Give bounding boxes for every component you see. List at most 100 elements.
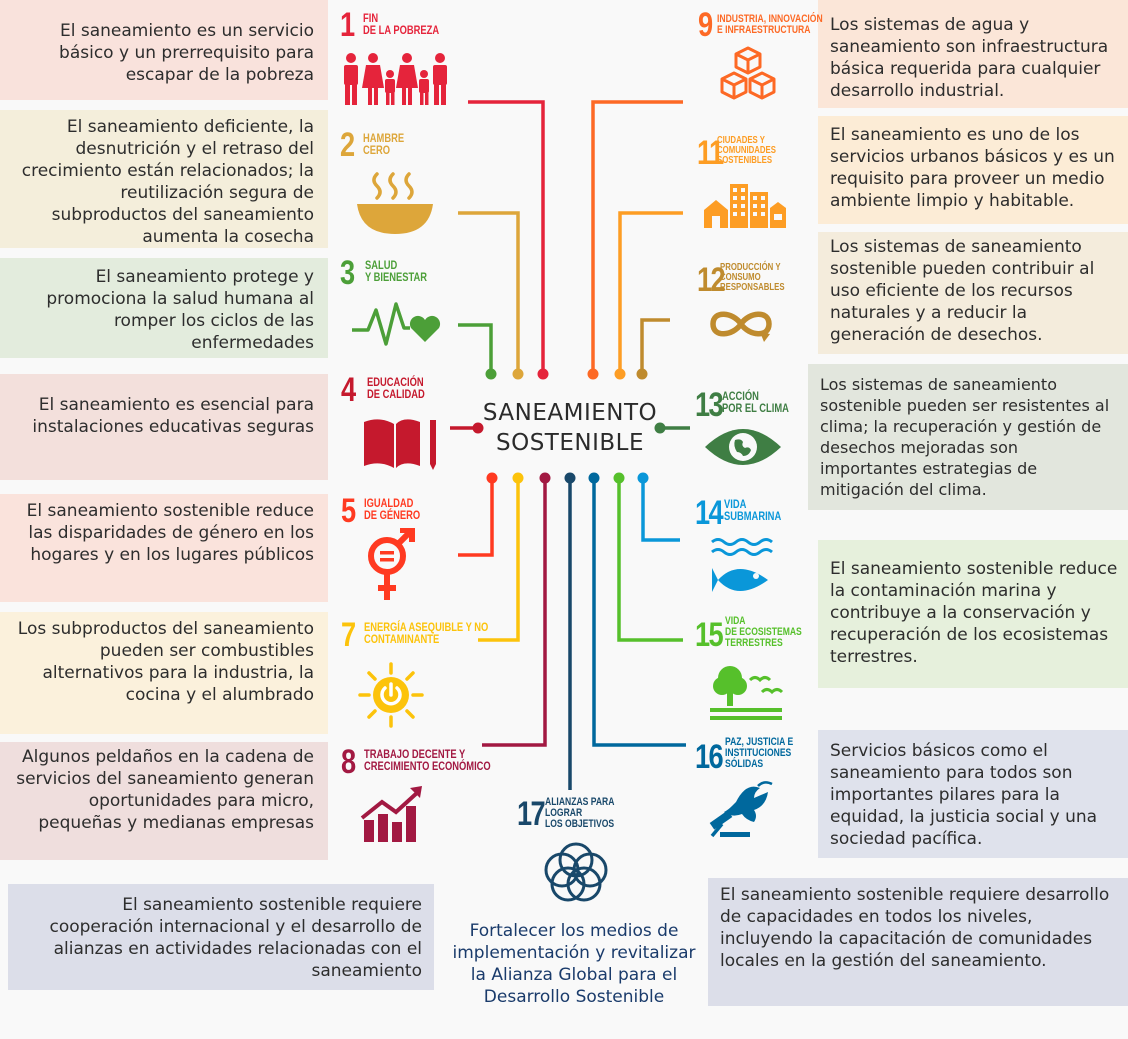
goal11-number: 11 [697, 134, 724, 172]
goal15-dot [613, 472, 625, 484]
goal14-15-description: El saneamiento sostenible reduce la cont… [818, 540, 1128, 688]
city-icon [704, 184, 786, 228]
eye-globe-icon [705, 429, 781, 465]
goal3-dot [485, 368, 497, 380]
growth-chart-icon [360, 786, 422, 842]
goal7-title-line: ENERGÍA ASEQUIBLE Y NO [364, 620, 489, 634]
goal8-dot [539, 472, 551, 484]
goal15-title-line: DE ECOSISTEMAS [725, 626, 802, 638]
goal7-number: 7 [341, 616, 356, 654]
goal3-title-line: Y BIENESTAR [365, 270, 428, 284]
goal11-connector [618, 211, 683, 372]
goal9-description: Los sistemas de agua y saneamiento son i… [818, 0, 1128, 108]
goal16-title-line: INSTITUCIONES [725, 747, 792, 759]
book-icon [364, 419, 436, 470]
goal3-title: SALUD Y BIENESTAR [365, 259, 427, 283]
goal14-title-line: VIDA [724, 497, 747, 511]
goal8-description: Algunos peldaños en la cadena de servici… [0, 742, 328, 860]
goal11-description: El saneamiento es uno de los servicios u… [818, 116, 1128, 224]
goal16-dot [588, 472, 600, 484]
goal17-subtitle: Fortalecer los medios de implementación … [452, 921, 696, 1007]
goal17-title: ALIANZAS PARA LOGRAR LOS OBJETIVOS [545, 797, 614, 830]
goal14-title-line: SUBMARINA [724, 509, 782, 523]
goal12-title: PRODUCCIÓN Y CONSUMO RESPONSABLES [720, 263, 785, 293]
goal2-dot [512, 368, 524, 380]
goal11-title-line: COMUNIDADES [717, 145, 776, 156]
goal1-connector [468, 100, 545, 372]
cubes-icon [720, 46, 776, 100]
goal14-title: VIDA SUBMARINA [724, 498, 781, 522]
goal12-title-line: PRODUCCIÓN Y [720, 262, 781, 273]
goal13-number: 13 [695, 386, 724, 424]
goal15-title: VIDA DE ECOSISTEMAS TERRESTRES [725, 616, 802, 649]
goal15-connector [617, 478, 683, 642]
goal9-connector [591, 100, 683, 372]
heartbeat-icon [352, 302, 441, 346]
goal8-connector [482, 478, 547, 747]
goal13-title-line: ACCIÓN [722, 389, 759, 403]
partnership-description: El saneamiento sostenible requiere coope… [8, 884, 434, 990]
goal12-dot [636, 368, 648, 380]
goal4-title-line: EDUCACIÓN [367, 375, 424, 389]
goal17-number: 17 [517, 795, 546, 833]
center-title-line2: SOSTENIBLE [496, 430, 644, 456]
goal4-title: EDUCACIÓN DE CALIDAD [367, 376, 425, 400]
tree-icon [710, 666, 784, 720]
goal9-number: 9 [698, 6, 713, 44]
goal17-title-line: ALIANZAS PARA [545, 796, 615, 808]
goal1-dot [537, 368, 549, 380]
goal3-title-line: SALUD [365, 258, 398, 272]
goal8-title-line: CRECIMIENTO ECONÓMICO [364, 759, 491, 773]
goal7-description: Los subproductos del saneamiento pueden … [0, 612, 328, 734]
goal4-description: El saneamiento es esencial para instalac… [0, 374, 328, 480]
goal5-title: IGUALDAD DE GÉNERO [364, 497, 420, 521]
fish-icon [711, 538, 773, 592]
goal2-number: 2 [340, 126, 355, 164]
gender-icon [368, 528, 415, 600]
goal16-number: 16 [695, 738, 724, 776]
goal12-number: 12 [697, 261, 726, 299]
goal4-dot [472, 422, 484, 434]
goal14-number: 14 [695, 494, 724, 532]
goal13-description: Los sistemas de saneamiento sostenible p… [808, 364, 1128, 510]
goal15-title-line: TERRESTRES [725, 637, 783, 649]
goal9-dot [587, 368, 599, 380]
goal8-number: 8 [341, 743, 356, 781]
goal11-dot [614, 368, 626, 380]
goal17-title-line: LOS OBJETIVOS [545, 818, 615, 830]
goal5-dot [486, 472, 498, 484]
goal4-title-line: DE CALIDAD [367, 387, 425, 401]
goal16-title: PAZ, JUSTICIA E INSTITUCIONES SÓLIDAS [725, 737, 793, 770]
goal13-title-line: POR EL CLIMA [722, 401, 789, 415]
goal7-dot [512, 472, 524, 484]
goal14-dot [637, 472, 649, 484]
goal1-title-line: DE LA POBREZA [363, 23, 440, 37]
goal3-description: El saneamiento protege y promociona la s… [0, 258, 328, 358]
goal11-title-line: CIUDADES Y [717, 135, 765, 146]
goal2-title-line: CERO [363, 143, 391, 157]
goal17-dot [564, 472, 576, 484]
goal5-title-line: DE GÉNERO [364, 508, 421, 522]
bowl-icon [357, 172, 433, 234]
power-sun-icon [358, 662, 424, 728]
goal7-connector [478, 478, 520, 642]
goal17-title-line: LOGRAR [545, 807, 583, 819]
goal1-number: 1 [340, 6, 355, 44]
goal2-title-line: HAMBRE [363, 131, 405, 145]
goal15-title-line: VIDA [725, 615, 746, 627]
goal11-title-line: SOSTENIBLES [717, 155, 773, 166]
goal9-title-line: INDUSTRIA, INNOVACIÓN [717, 13, 823, 25]
goal13-dot [654, 422, 666, 434]
center-title: SANEAMIENTO SOSTENIBLE [470, 398, 670, 458]
goal4-number: 4 [341, 371, 356, 409]
goal2-title: HAMBRE CERO [363, 132, 404, 156]
goal15-number: 15 [695, 616, 724, 654]
goal1-description: El saneamiento es un servicio básico y u… [0, 0, 328, 100]
goal16-connector [592, 478, 686, 747]
goal11-title: CIUDADES Y COMUNIDADES SOSTENIBLES [717, 136, 776, 166]
goal2-description: El saneamiento deficiente, la desnutrici… [0, 110, 328, 248]
goal1-title-line: FIN [363, 11, 379, 25]
dove-gavel-icon [709, 781, 773, 838]
goal2-connector [458, 211, 520, 372]
